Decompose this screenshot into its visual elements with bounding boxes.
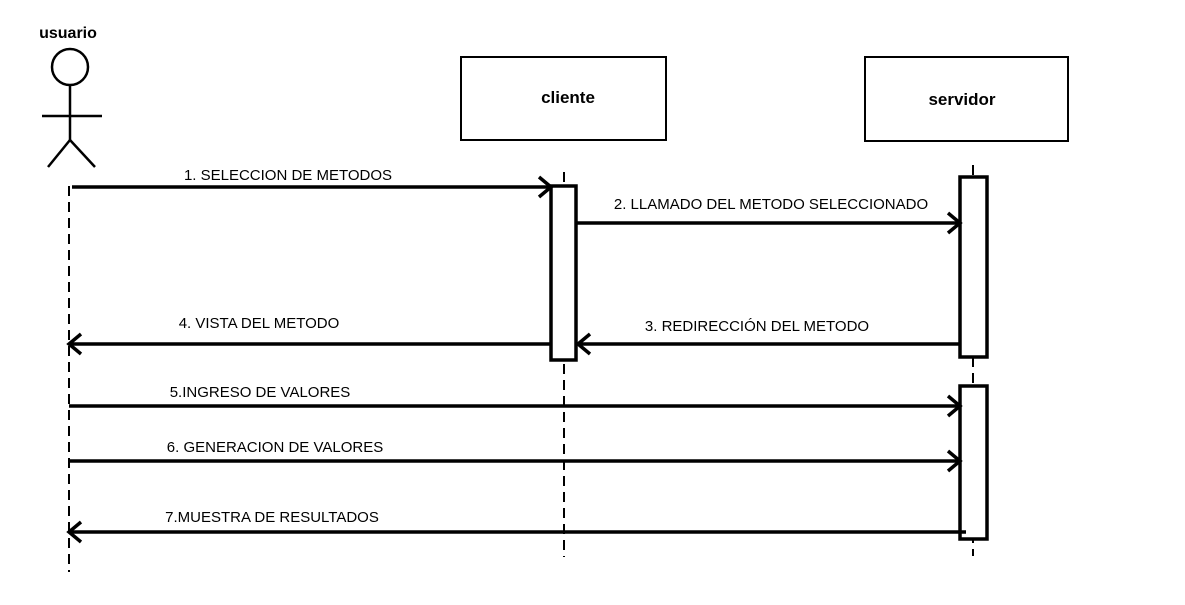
message-5-label: 5.INGRESO DE VALORES [170,384,351,401]
activation-servidor-2 [958,384,989,541]
message-1-label: 1. SELECCION DE METODOS [184,167,392,184]
participant-servidor: servidor [864,56,1069,142]
message-2: 2. LLAMADO DEL METODO SELECCIONADO [576,196,963,235]
message-6: 6. GENERACION DE VALORES [69,439,963,473]
activation-cliente [549,184,578,362]
actor-label: usuario [39,25,97,42]
message-2-label: 2. LLAMADO DEL METODO SELECCIONADO [614,196,928,213]
message-4: 4. VISTA DEL METODO [66,315,551,356]
message-4-label: 4. VISTA DEL METODO [179,315,340,332]
participant-cliente: cliente [460,56,667,141]
message-3-label: 3. REDIRECCIÓN DEL METODO [645,318,869,335]
participant-servidor-label: servidor [928,90,995,109]
activation-servidor-1 [958,175,989,359]
message-1: 1. SELECCION DE METODOS [72,167,554,199]
message-7: 7.MUESTRA DE RESULTADOS [66,509,966,544]
message-7-label: 7.MUESTRA DE RESULTADOS [165,509,379,526]
message-6-label: 6. GENERACION DE VALORES [167,439,383,456]
message-3: 3. REDIRECCIÓN DEL METODO [575,318,960,356]
participant-cliente-label: cliente [541,88,595,107]
message-5: 5.INGRESO DE VALORES [69,384,963,418]
actor-stick-figure [42,47,102,168]
